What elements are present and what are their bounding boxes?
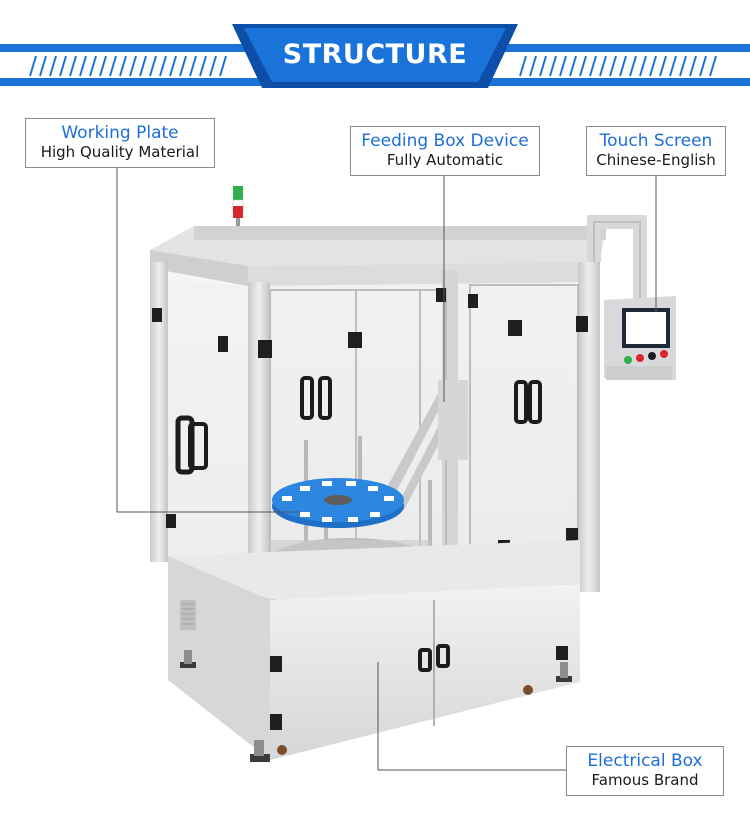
callout-title: Touch Screen — [599, 131, 713, 151]
touch-screen-panel — [604, 296, 676, 380]
callout-title: Feeding Box Device — [361, 131, 529, 151]
callout-title: Working Plate — [61, 123, 179, 143]
banner-title: STRUCTURE — [282, 38, 468, 70]
callout-electrical-box: Electrical Box Famous Brand — [566, 746, 724, 796]
callout-subtitle: Famous Brand — [591, 770, 699, 789]
callout-title: Electrical Box — [587, 751, 703, 771]
callout-subtitle: High Quality Material — [40, 142, 200, 161]
callout-touch-screen: Touch Screen Chinese-English — [586, 126, 726, 176]
callout-subtitle: Chinese-English — [596, 150, 716, 169]
turntable — [272, 478, 404, 528]
callout-working-plate: Working Plate High Quality Material — [25, 118, 215, 168]
structure-banner — [0, 24, 750, 88]
callout-subtitle: Fully Automatic — [386, 150, 504, 169]
callout-feeding-box: Feeding Box Device Fully Automatic — [350, 126, 540, 176]
